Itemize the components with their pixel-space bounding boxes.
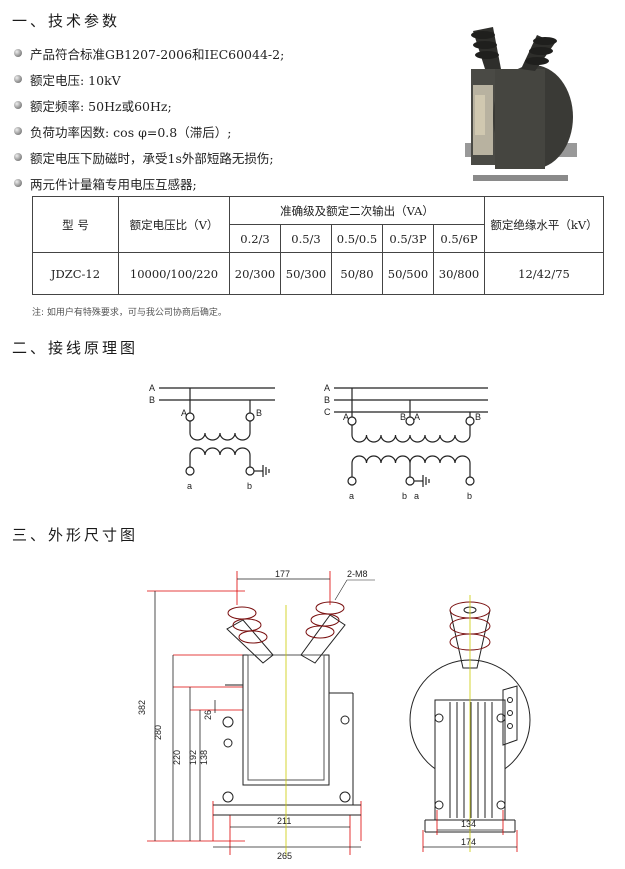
header-insulation: 额定绝缘水平（kV） [484, 196, 604, 253]
terminal-label: b [467, 491, 472, 500]
dim-height-280: 280 [153, 725, 163, 740]
bullet-icon [14, 127, 22, 135]
dim-bolt: 2-M8 [347, 569, 368, 579]
line-label: B [324, 395, 330, 405]
side-view-drawing: 134 174 [409, 595, 531, 852]
list-item: 额定电压下励磁时，承受1s外部短路无损伤; [14, 144, 284, 170]
product-photo [465, 27, 577, 181]
dim-side-outer: 174 [461, 837, 476, 847]
table-row: JDZC-12 10000/100/220 20/300 50/300 50/8… [32, 252, 604, 295]
section-title-wiring: 二、接线原理图 [12, 339, 139, 357]
dim-top-width: 177 [275, 569, 290, 579]
wiring-diagram-single: A B A B a b [149, 383, 275, 491]
terminal-label: a [414, 491, 419, 500]
terminal-label: a [187, 481, 192, 491]
cell-model: JDZC-12 [32, 252, 119, 295]
acc-class: 0.5/0.5 [331, 224, 383, 253]
terminal-label: A [181, 408, 187, 418]
line-label: B [149, 395, 155, 405]
spec-table: 型 号 额定电压比（V） 准确级及额定二次输出（VA） 额定绝缘水平（kV） 0… [32, 196, 604, 295]
list-item: 两元件计量箱专用电压互感器; [14, 170, 284, 196]
list-item: 额定电压: 10kV [14, 66, 284, 92]
front-view-drawing: 177 2-M8 382 280 220 192 138 26 211 265 [137, 569, 375, 861]
acc-class: 0.2/3 [229, 224, 281, 253]
acc-class: 0.5/6P [432, 224, 486, 253]
cell-value: 30/800 [432, 252, 486, 295]
cell-value: 50/80 [331, 252, 383, 295]
acc-class: 0.5/3 [280, 224, 332, 253]
acc-class: 0.5/3P [381, 224, 434, 253]
cell-value: 50/500 [381, 252, 434, 295]
dim-height-total: 382 [137, 700, 147, 715]
spec-list: 产品符合标准GB1207-2006和IEC60044-2; 额定电压: 10kV… [14, 40, 284, 196]
line-label: C [324, 407, 331, 417]
cell-insulation: 12/42/75 [484, 252, 604, 295]
terminal-label: B [400, 412, 406, 422]
dim-height-26: 26 [203, 710, 213, 720]
terminal-label: a [349, 491, 354, 500]
dim-base-outer: 265 [277, 851, 292, 861]
line-label: A [149, 383, 155, 393]
terminal-label: A [343, 412, 349, 422]
terminal-label: b [402, 491, 407, 500]
header-model: 型 号 [32, 196, 119, 253]
wiring-diagram-double: A B C A B A B a b a b [324, 383, 488, 500]
dim-height-220: 220 [172, 750, 182, 765]
cell-value: 20/300 [229, 252, 281, 295]
terminal-label: b [247, 481, 252, 491]
dim-height-138: 138 [199, 750, 209, 765]
cell-value: 50/300 [280, 252, 332, 295]
bullet-icon [14, 153, 22, 161]
terminal-label: B [475, 412, 481, 422]
cell-ratio: 10000/100/220 [118, 252, 230, 295]
list-item: 产品符合标准GB1207-2006和IEC60044-2; [14, 40, 284, 66]
bullet-icon [14, 179, 22, 187]
header-ratio: 额定电压比（V） [118, 196, 230, 253]
bullet-icon [14, 75, 22, 83]
list-item: 负荷功率因数: cos φ=0.8（滞后）; [14, 118, 284, 144]
bullet-icon [14, 101, 22, 109]
dim-side-inner: 134 [461, 819, 476, 829]
line-label: A [324, 383, 330, 393]
bullet-icon [14, 49, 22, 57]
header-accuracy: 准确级及额定二次输出（VA） [229, 196, 485, 225]
table-note: 注: 如用户有特殊要求，可与我公司协商后确定。 [32, 308, 227, 318]
terminal-label: B [256, 408, 262, 418]
dim-base-inner: 211 [277, 816, 291, 826]
terminal-label: A [414, 412, 420, 422]
section-title-dimensions: 三、外形尺寸图 [12, 526, 139, 544]
list-item: 额定频率: 50Hz或60Hz; [14, 92, 284, 118]
dim-height-192: 192 [188, 750, 198, 765]
section-title-specs: 一、技术参数 [12, 12, 121, 30]
